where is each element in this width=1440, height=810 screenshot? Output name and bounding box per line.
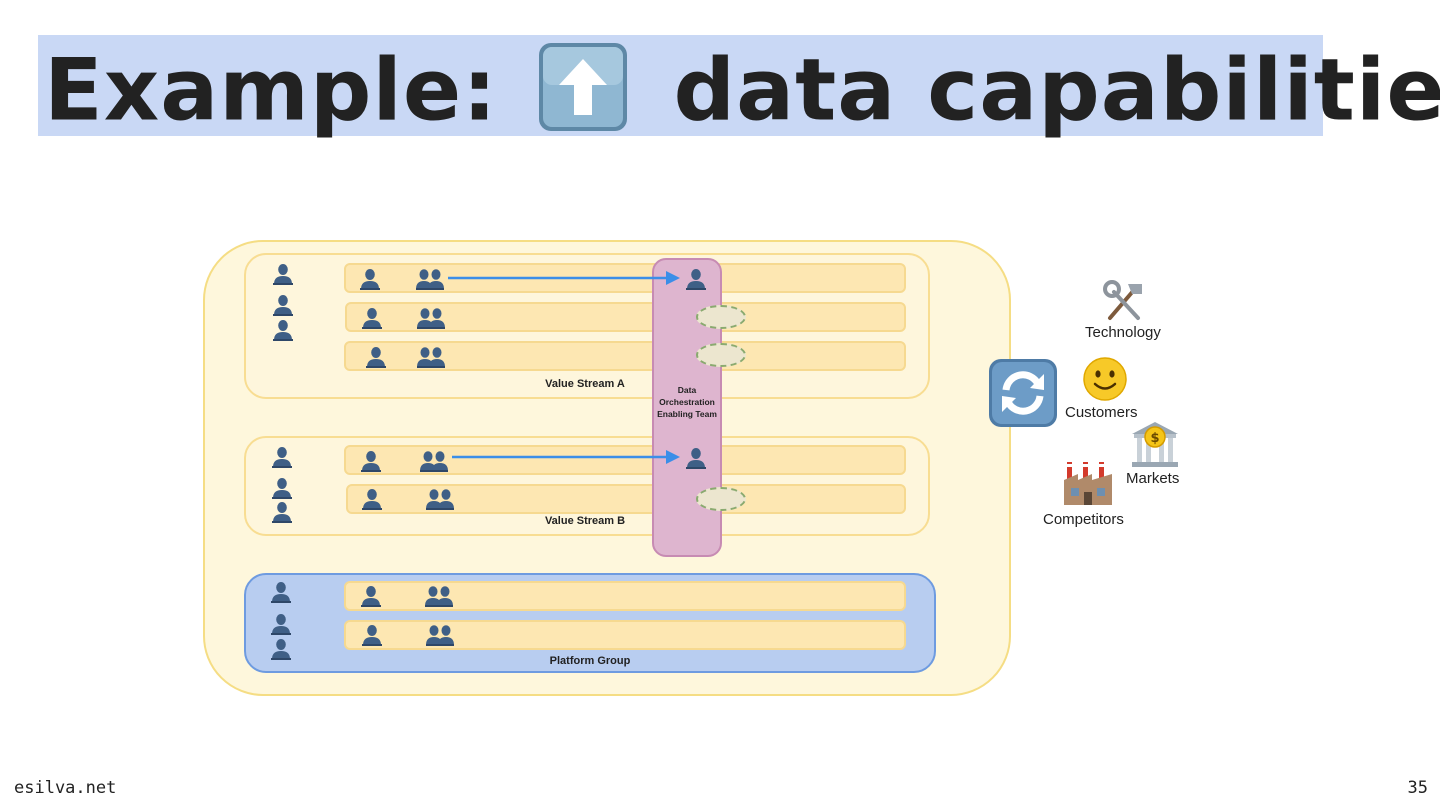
person-icon bbox=[362, 488, 382, 510]
dashed-capability-slot bbox=[696, 305, 746, 329]
person-icon bbox=[272, 446, 292, 468]
page-number: 35 bbox=[1407, 778, 1428, 798]
smiley-icon bbox=[1083, 357, 1127, 401]
person-icon bbox=[366, 346, 386, 368]
value-stream-b-label: Value Stream B bbox=[544, 515, 626, 527]
person-icon bbox=[271, 638, 291, 660]
person-icon bbox=[360, 268, 380, 290]
technology-label: Technology bbox=[1085, 324, 1161, 341]
refresh-icon bbox=[989, 359, 1057, 427]
people-pair-icon bbox=[426, 488, 454, 510]
person-icon bbox=[362, 624, 382, 646]
person-icon bbox=[271, 613, 291, 635]
competitors-label: Competitors bbox=[1043, 511, 1124, 528]
customers-label: Customers bbox=[1065, 404, 1138, 421]
person-icon bbox=[272, 501, 292, 523]
markets-label: Markets bbox=[1126, 470, 1180, 487]
person-icon bbox=[361, 585, 381, 607]
person-icon bbox=[686, 447, 706, 469]
tools-icon bbox=[1103, 280, 1142, 320]
people-pair-icon bbox=[417, 307, 445, 329]
person-icon bbox=[273, 319, 293, 341]
platform-group-label: Platform Group bbox=[549, 655, 631, 667]
svg-text:$: $ bbox=[1150, 431, 1159, 446]
title-band bbox=[38, 35, 1323, 136]
person-icon bbox=[362, 307, 382, 329]
people-pair-icon bbox=[425, 585, 453, 607]
person-icon bbox=[271, 581, 291, 603]
people-pair-icon bbox=[416, 268, 444, 290]
person-icon bbox=[273, 294, 293, 316]
person-icon bbox=[361, 450, 381, 472]
title-suffix: data capabilities bbox=[673, 40, 1440, 141]
title-prefix: Example: bbox=[44, 40, 498, 141]
factory-icon bbox=[1064, 462, 1112, 505]
dashed-capability-slot bbox=[696, 343, 746, 367]
value-stream-a-label: Value Stream A bbox=[545, 378, 625, 390]
up-arrow-icon bbox=[538, 42, 627, 131]
footer-site: esilva.net bbox=[14, 778, 117, 798]
people-pair-icon bbox=[426, 624, 454, 646]
dashed-capability-slot bbox=[696, 487, 746, 511]
enabling-team-label: Data Orchestration Enabling Team bbox=[657, 385, 717, 419]
person-icon bbox=[686, 268, 706, 290]
people-pair-icon bbox=[420, 450, 448, 472]
bank-icon: $ bbox=[1132, 422, 1178, 467]
slide-title: Example: data capabilities bbox=[44, 30, 1440, 146]
person-icon bbox=[272, 477, 292, 499]
people-pair-icon bbox=[417, 346, 445, 368]
person-icon bbox=[273, 263, 293, 285]
